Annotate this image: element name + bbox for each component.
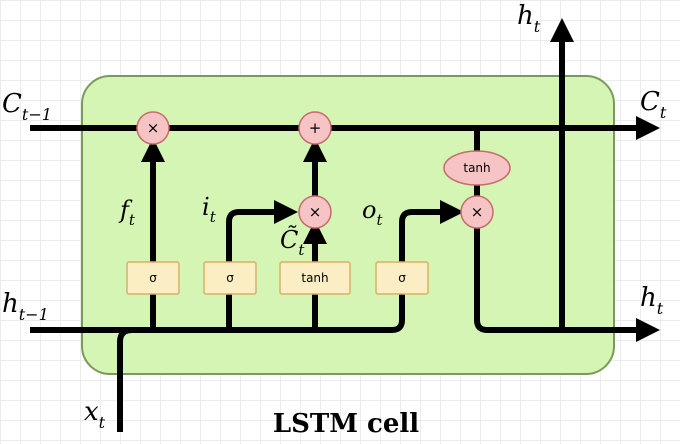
diagram-title: LSTM cell <box>273 409 419 439</box>
operators: × + × tanh × <box>136 111 511 229</box>
h-out-right-label: ht <box>640 283 664 318</box>
output-multiply-symbol: × <box>471 203 484 221</box>
cell-tanh-label: tanh <box>463 161 490 175</box>
input-x-line <box>117 327 133 432</box>
forget-multiply-symbol: × <box>147 119 160 137</box>
forget-multiply-node <box>136 111 170 145</box>
x-input-label: xt <box>84 397 106 432</box>
math-labels: Ct−1 Ct ht−1 ht ht xt ft it C̃t ot <box>2 1 667 432</box>
cell-add-node <box>298 111 332 145</box>
candidate-label: C̃t <box>280 226 305 259</box>
input-multiply-node <box>298 195 332 229</box>
candidate-gate-label: tanh <box>301 271 328 285</box>
input-label: it <box>202 193 217 226</box>
gate-boxes: σ σ tanh σ <box>126 261 429 295</box>
h-out-top-label: ht <box>517 1 541 36</box>
input-gate-label: σ <box>226 271 234 285</box>
input-multiply-symbol: × <box>309 203 322 221</box>
cell-add-symbol: + <box>309 119 322 137</box>
output-gate-label: σ <box>398 271 406 285</box>
forget-gate-box <box>126 261 180 295</box>
c-next-label: Ct <box>640 87 667 122</box>
cell-tanh-node <box>443 150 511 186</box>
forget-gate-label: σ <box>149 271 157 285</box>
output-gate-box <box>375 261 429 295</box>
output-wire <box>474 228 660 342</box>
candidate-gate-box <box>279 261 351 295</box>
c-prev-label: Ct−1 <box>2 89 52 124</box>
input-gate-box <box>203 261 257 295</box>
input-gate-wire <box>226 200 298 330</box>
h-prev-label: ht−1 <box>2 289 49 324</box>
output-multiply-node <box>460 195 494 229</box>
output-label: ot <box>362 196 383 229</box>
